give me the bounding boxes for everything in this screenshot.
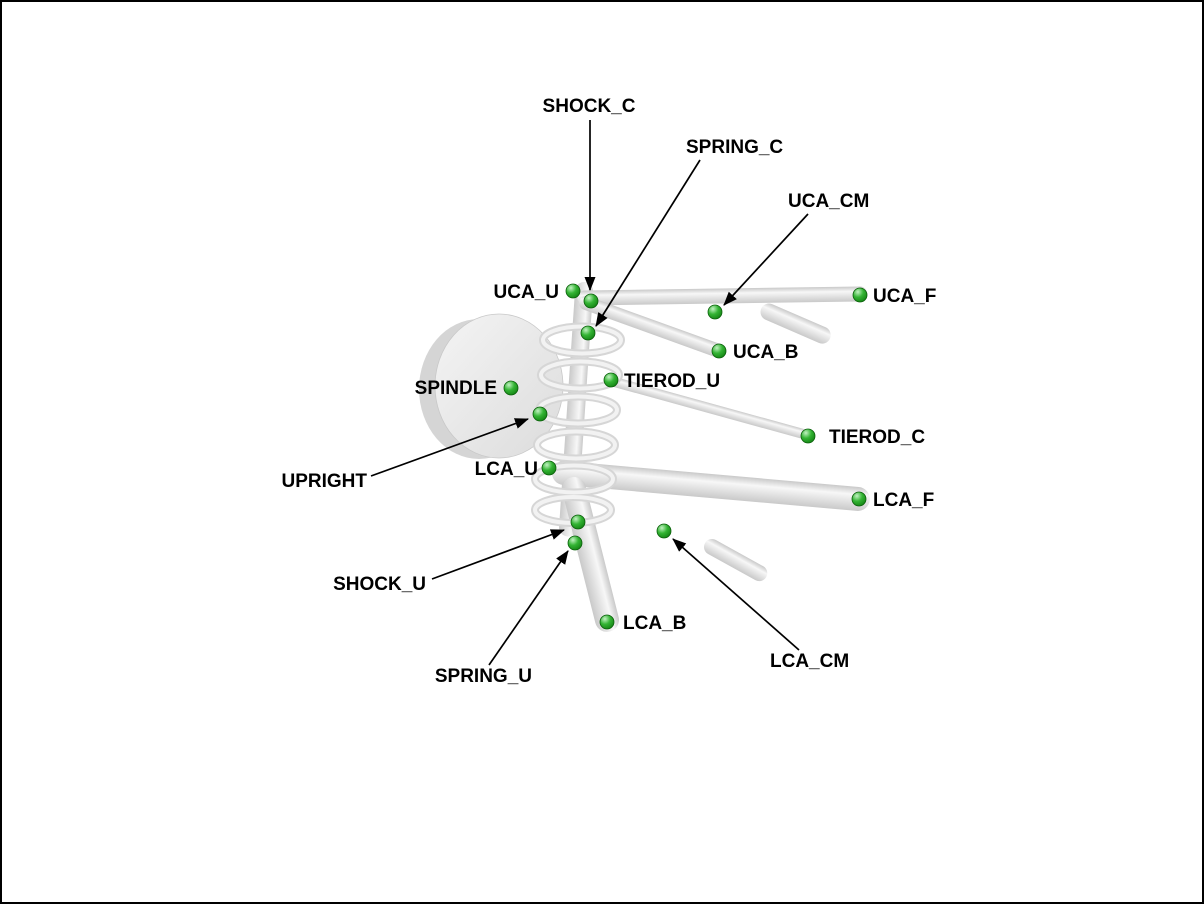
arrow-spring_c [595,159,701,327]
hardpoint-markers [503,283,868,630]
hardpoint-uca_b [711,343,727,359]
uca-back-arm [579,296,726,358]
label-tierod_u: TIEROD_U [624,371,720,392]
hardpoint-spring_u [567,535,583,551]
label-uca_u: UCA_U [494,282,559,303]
label-lca_cm: LCA_CM [770,651,849,672]
arrow-lca_cm [672,538,800,651]
label-shock_u: SHOCK_U [333,574,426,595]
label-uca_f: UCA_F [873,286,936,307]
hardpoint-lca_u [541,460,557,476]
hardpoint-lca_cm [656,523,672,539]
hardpoint-spindle [503,380,519,396]
arrow-spring_u [488,550,569,666]
hardpoint-spring_c [580,325,596,341]
label-lca_f: LCA_F [873,490,934,511]
hardpoint-lca_f [851,491,867,507]
label-lca_b: LCA_B [623,613,686,634]
hardpoint-tierod_c [800,428,816,444]
uca-pivot-stub [760,303,831,344]
label-uca_b: UCA_B [733,342,798,363]
arrow-uca_cm [723,213,809,306]
label-lca_u: LCA_U [475,459,538,480]
label-spindle: SPINDLE [415,378,497,399]
lca-pivot-stub [704,539,768,582]
coil-loop-highlight [535,429,617,461]
arrow-shock_u [431,529,565,580]
hardpoint-shock_u [570,514,586,530]
label-tierod_c: TIEROD_C [829,427,925,448]
hardpoint-uca_u [565,283,581,299]
suspension-geometry [419,282,870,632]
hardpoint-uca_f [852,287,868,303]
annotation-arrows [370,120,809,666]
hardpoint-upright [532,406,548,422]
coil-loop-highlight [541,324,623,356]
hardpoint-uca_cm [707,304,723,320]
coil-loop-highlight [539,359,621,391]
arrow-upright [370,418,529,477]
tierod-cylinder [606,376,812,440]
label-shock_c: SHOCK_C [543,96,636,117]
label-spring_c: SPRING_C [686,137,783,158]
hardpoint-tierod_u [603,372,619,388]
label-upright: UPRIGHT [282,471,368,492]
hardpoint-labels: SHOCK_C SPRING_C UCA_CM UCA_U UCA_F UCA_… [282,96,937,687]
lca-front-arm [552,461,870,511]
spindle-disc [419,313,564,459]
label-uca_cm: UCA_CM [788,191,869,212]
hardpoint-shock_c [583,293,599,309]
hardpoint-lca_b [599,614,615,630]
coil-loop-highlight [533,463,615,495]
label-spring_u: SPRING_U [435,666,532,687]
uca-front-arm [577,286,868,306]
